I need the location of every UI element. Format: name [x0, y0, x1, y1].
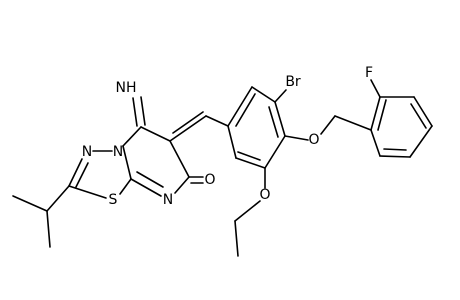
atom-label-ring-n-top: N	[113, 144, 123, 160]
bond-exo-double-1	[169, 115, 207, 142]
bond-fb4-fb5	[409, 125, 433, 158]
bond-ch2-fb1	[334, 115, 372, 131]
bond-ar5-ar6-inner	[237, 151, 261, 161]
atom-label-carbonyl-o: O	[204, 172, 215, 188]
bond-n3-c2-double-1	[68, 158, 83, 187]
bond-oether-ch2	[320, 115, 336, 135]
bond-fb5-fb6	[379, 155, 411, 158]
bond-c8a-n8-double-1	[130, 178, 162, 197]
bond-ar3-ar4-inner	[268, 106, 279, 138]
bond-fb1-fb2-inner	[377, 99, 387, 131]
bond-vinyl-ring	[205, 115, 229, 127]
bond-fb3-fb4	[413, 96, 433, 127]
bond-exo-double-2	[172, 111, 204, 134]
atom-label-layer: NH N N S N O Br O O F	[82, 65, 373, 208]
bond-oethoxy-ch2	[234, 200, 261, 222]
bond-ar3-ar4	[274, 101, 286, 137]
atom-label-ether-o: O	[308, 132, 319, 148]
bond-ar5-ar6	[235, 157, 266, 169]
bond-c-br	[274, 89, 287, 103]
bond-ar1-ar2-inner	[235, 93, 256, 127]
bond-s1-c8a	[119, 178, 132, 195]
atom-label-imine: NH	[116, 80, 137, 96]
bond-imine-double-2	[140, 96, 146, 126]
bond-ch2-ch3	[234, 220, 239, 257]
bond-c5-n4	[122, 126, 142, 147]
bond-fb5-fb6-inner	[383, 148, 407, 151]
bond-c7-c6	[169, 140, 190, 178]
bond-c-f	[370, 79, 381, 98]
bond-fb3-fb4-inner	[410, 103, 427, 129]
bond-c8a-n8-double-2	[136, 171, 164, 188]
bond-imine-double-1	[132, 97, 138, 127]
bond-layer	[12, 79, 433, 257]
bond-n4-c8a	[122, 145, 132, 180]
bond-n8-c7	[174, 176, 190, 194]
atom-label-ring-n-bottom: N	[163, 192, 173, 208]
bond-ar1-ar2	[227, 86, 253, 127]
atom-label-sulfur: S	[109, 192, 118, 208]
atom-label-imine-n: N	[82, 144, 92, 160]
bond-c-oether	[284, 135, 309, 141]
bond-c2-ch	[46, 185, 70, 212]
bond-fb1-fb2	[370, 96, 381, 131]
bond-ch-me2	[46, 210, 51, 248]
atom-label-bromine: Br	[285, 74, 301, 90]
bond-ar6-ar1	[227, 125, 237, 159]
bond-ar2-ar3	[251, 86, 276, 103]
bond-c5-c6	[140, 126, 171, 142]
atom-label-fluorine: F	[365, 65, 373, 81]
bond-fb6-fb1	[370, 129, 381, 157]
bond-ar4-ar5	[264, 135, 286, 169]
bond-n3-c2-double-2	[75, 162, 89, 188]
atom-label-ethoxy-o: O	[259, 187, 270, 203]
bond-ch-me1	[12, 195, 48, 212]
bond-c2-s1	[68, 185, 107, 199]
